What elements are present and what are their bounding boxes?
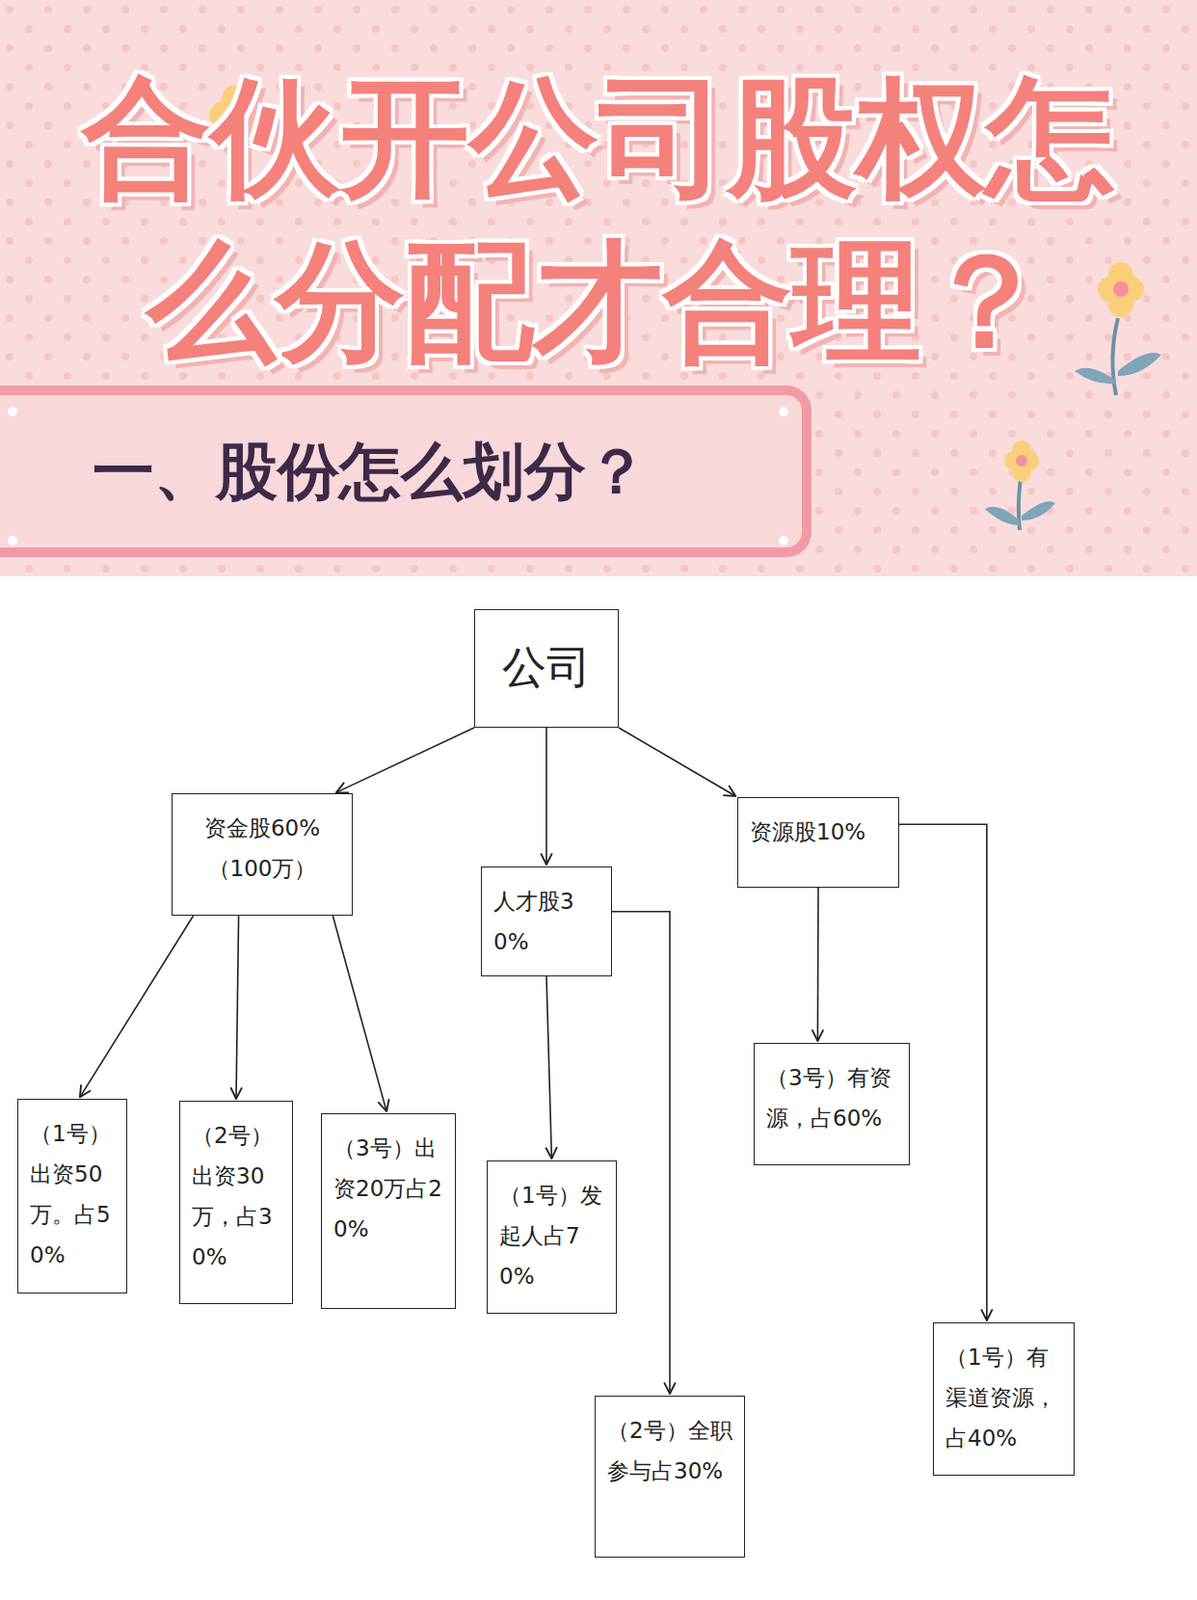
node-text: 人才股30% — [493, 880, 600, 962]
corner-dot — [7, 535, 18, 546]
category-box: 人才股30% — [480, 866, 612, 977]
arrow-connector — [899, 824, 987, 1321]
root-box: 公司 — [474, 609, 619, 728]
share-box: （1号）发起人占70% — [486, 1160, 617, 1314]
share-box: （3号）出资20万占20% — [320, 1113, 456, 1309]
share-box: （2号）全职参与占30% — [594, 1395, 745, 1558]
arrow-connector — [332, 915, 387, 1112]
arrow-connector — [336, 727, 475, 793]
node-text: （3号）有资源，占60% — [766, 1057, 898, 1139]
page-title: 合伙开公司股权怎么分配才合理？ — [38, 55, 1159, 384]
share-box: （1号）出资50万。占50% — [17, 1098, 128, 1294]
node-text: （1号）发起人占70% — [499, 1174, 605, 1297]
node-text: 公司 — [486, 623, 607, 711]
node-text: （1号）出资50万。占50% — [29, 1113, 115, 1276]
category-box: 资源股10% — [737, 797, 900, 888]
node-text: 一、股份怎么划分？ — [92, 429, 648, 514]
node-text: （2号）出资30万，占30% — [191, 1115, 281, 1277]
flower — [984, 440, 1056, 531]
arrow-connector — [545, 727, 548, 865]
share-box: （2号）出资30万，占30% — [179, 1100, 293, 1304]
node-text: 资源股10% — [749, 811, 887, 852]
node-text: （1号）有渠道资源，占40% — [945, 1336, 1063, 1459]
share-box: （3号）有资源，占60% — [753, 1042, 910, 1166]
corner-dot — [778, 535, 789, 546]
arrow-connector — [817, 887, 820, 1041]
arrow-connector — [79, 915, 194, 1097]
node-text: 资金股60% （100万） — [184, 807, 341, 889]
share-box: （1号）有渠道资源，占40% — [932, 1322, 1075, 1476]
arrow-connector — [236, 915, 240, 1099]
section-band: 一、股份怎么划分？ — [0, 385, 812, 558]
arrow-connector — [546, 976, 552, 1159]
corner-dot — [7, 406, 18, 417]
flower — [1074, 262, 1162, 396]
arrow-connector — [611, 911, 670, 1394]
category-box: 资金股60% （100万） — [171, 793, 353, 916]
node-text: （3号）出资20万占20% — [333, 1127, 444, 1250]
arrow-connector — [618, 727, 736, 797]
node-text: （2号）全职参与占30% — [607, 1409, 733, 1491]
corner-dot — [778, 406, 789, 417]
